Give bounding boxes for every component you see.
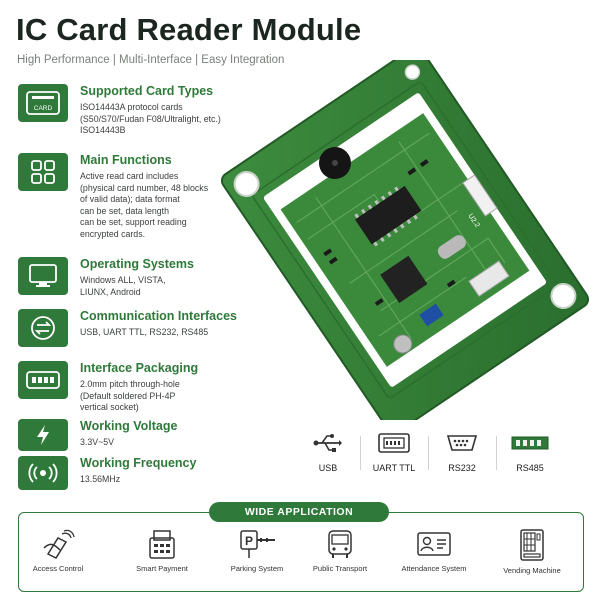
app-attendance-system: Attendance System [394, 528, 474, 573]
divider [360, 436, 361, 470]
app-vending-machine: Vending Machine [492, 528, 572, 575]
wireless-icon [18, 456, 68, 490]
grid-icon [18, 153, 68, 191]
interface-label: RS485 [516, 463, 544, 473]
svg-text:CARD: CARD [34, 105, 53, 112]
pcb-board-image: U2.2 TX2 RX2 TX1 RX1 [215, 46, 595, 434]
applications-title: WIDE APPLICATION [209, 502, 389, 522]
app-label: Access Control [32, 564, 84, 573]
interface-usb: USB [300, 432, 356, 473]
feature-title: Working Frequency [80, 456, 197, 470]
interface-rs485: RS485 [502, 432, 558, 473]
feature-communication-interfaces: Communication Interfaces USB, UART TTL, … [18, 309, 248, 349]
lightning-icon [18, 419, 68, 451]
interface-label: UART TTL [372, 463, 416, 473]
access-control-icon [43, 529, 75, 559]
feature-title: Interface Packaging [80, 361, 199, 375]
exchange-icon [18, 309, 68, 347]
app-smart-payment: Smart Payment [122, 528, 202, 573]
interface-label: USB [318, 463, 338, 473]
rs232-icon [446, 435, 478, 451]
card-icon: CARD [18, 84, 68, 122]
app-label: Attendance System [401, 564, 467, 573]
app-parking-system: P Parking System [217, 528, 297, 573]
feature-desc: Windows ALL, VISTA, LIUNX, Android [80, 275, 166, 297]
app-label: Vending Machine [503, 566, 561, 575]
app-label: Smart Payment [136, 564, 188, 573]
page-title: IC Card Reader Module [16, 12, 362, 47]
feature-title: Communication Interfaces [80, 309, 237, 323]
app-label: Parking System [230, 564, 284, 573]
attendance-icon [417, 532, 451, 556]
feature-main-functions: Main Functions Active read card includes… [18, 153, 248, 249]
usb-icon [313, 434, 342, 452]
uart-icon [378, 433, 410, 453]
feature-working-frequency: Working Frequency 13.56MHz [18, 456, 248, 492]
parking-icon: P [240, 530, 275, 558]
app-access-control: Access Control [18, 528, 98, 573]
feature-interface-packaging: Interface Packaging 2.0mm pitch through-… [18, 361, 248, 413]
feature-desc: 13.56MHz [80, 474, 121, 484]
page-subtitle: High Performance | Multi-Interface | Eas… [17, 54, 285, 66]
feature-desc: ISO14443A protocol cards (S50/S70/Fudan … [80, 102, 221, 135]
smart-payment-icon [149, 530, 175, 559]
feature-desc: USB, UART TTL, RS232, RS485 [80, 327, 209, 337]
monitor-icon [18, 257, 68, 295]
connector-icon [18, 361, 68, 399]
feature-title: Working Voltage [80, 419, 178, 433]
interface-label: RS232 [448, 463, 476, 473]
feature-title: Supported Card Types [80, 84, 214, 98]
interface-uart: UART TTL [366, 432, 422, 473]
interface-rs232: RS232 [434, 432, 490, 473]
feature-operating-systems: Operating Systems Windows ALL, VISTA, LI… [18, 257, 248, 303]
feature-title: Operating Systems [80, 257, 194, 271]
interface-row: USB UART TTL RS232 RS485 [300, 432, 590, 476]
app-label: Public Transport [312, 564, 368, 573]
bus-icon [328, 530, 352, 558]
feature-desc: Active read card includes (physical card… [80, 171, 209, 239]
feature-desc: 3.3V~5V [80, 437, 114, 447]
feature-title: Main Functions [80, 153, 172, 167]
rs485-icon [511, 436, 549, 450]
app-public-transport: Public Transport [300, 528, 380, 573]
vending-icon [520, 529, 544, 561]
svg-text:P: P [245, 534, 253, 548]
feature-working-voltage: Working Voltage 3.3V~5V [18, 419, 248, 455]
feature-supported-cards: CARD Supported Card Types ISO14443A prot… [18, 84, 248, 146]
divider [428, 436, 429, 470]
divider [496, 436, 497, 470]
feature-desc: 2.0mm pitch through-hole (Default solder… [80, 379, 180, 412]
